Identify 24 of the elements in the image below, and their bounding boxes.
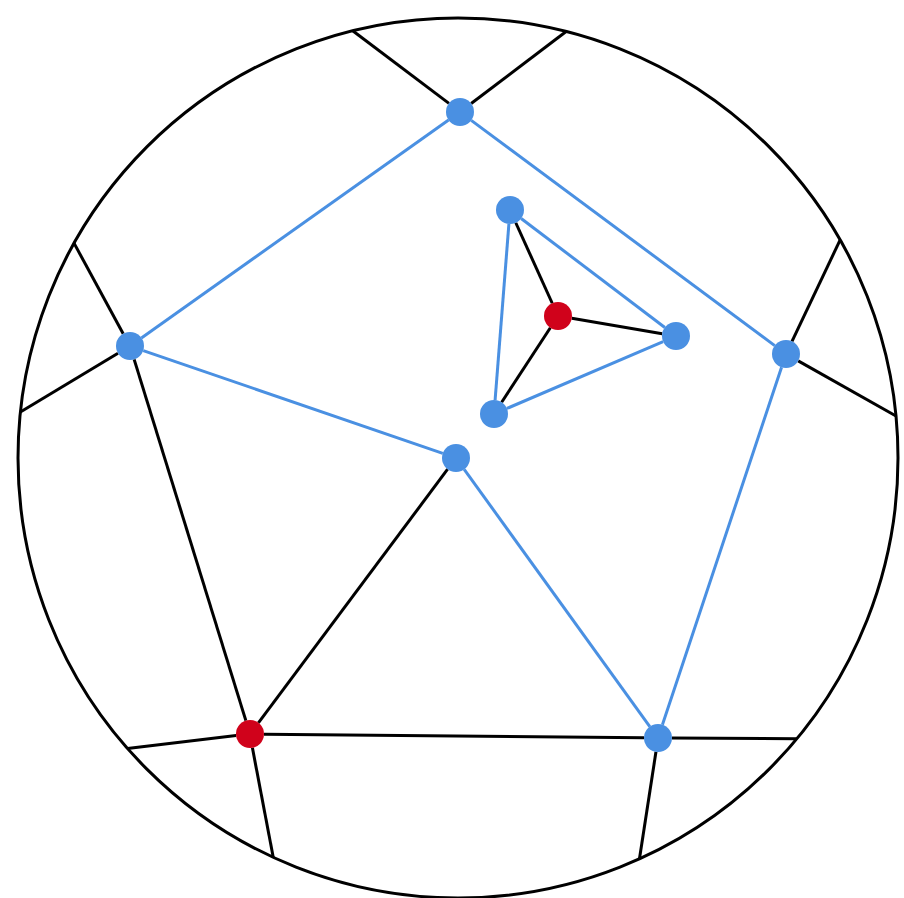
edge-line bbox=[493, 223, 511, 401]
edge-line bbox=[351, 29, 450, 105]
edge-line bbox=[790, 239, 842, 342]
edge-line bbox=[638, 751, 658, 860]
edge-line bbox=[72, 242, 125, 335]
edge-line bbox=[140, 118, 450, 340]
edge-line bbox=[257, 468, 449, 724]
edge-line bbox=[142, 349, 444, 455]
edge-line bbox=[19, 351, 119, 414]
edge-line bbox=[500, 326, 552, 404]
edge-line bbox=[250, 747, 275, 858]
edge-line bbox=[264, 732, 644, 740]
edge-line bbox=[514, 222, 554, 304]
edge-line bbox=[506, 340, 664, 410]
edge-line bbox=[127, 734, 237, 750]
edge-line bbox=[470, 30, 568, 105]
edge-line bbox=[462, 468, 652, 728]
edge-line bbox=[661, 366, 783, 726]
edge-line bbox=[470, 119, 776, 347]
edge-line bbox=[797, 359, 897, 418]
edge-line bbox=[672, 736, 797, 741]
edge-line bbox=[520, 217, 666, 329]
edge-line bbox=[132, 358, 248, 722]
edge-line bbox=[571, 316, 663, 336]
